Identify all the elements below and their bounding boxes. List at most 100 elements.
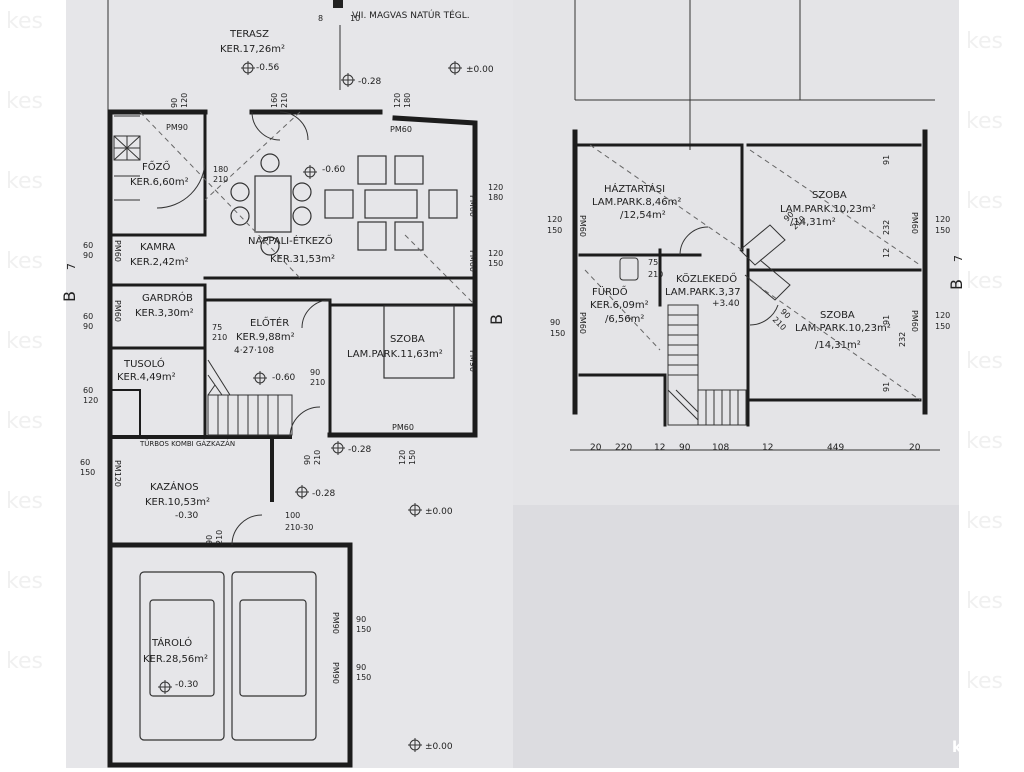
- svg-text:±0.00: ±0.00: [425, 507, 453, 517]
- svg-text:PM60: PM60: [578, 312, 587, 334]
- svg-text:PM120: PM120: [113, 460, 122, 487]
- upper-door-swings: [679, 226, 779, 326]
- svg-text:PM60: PM60: [390, 125, 412, 134]
- svg-text:91: 91: [882, 155, 891, 165]
- room-area: KER.3,30m²: [135, 308, 194, 319]
- svg-text:/14,31m²: /14,31m²: [790, 217, 836, 228]
- chair: [260, 236, 280, 256]
- svg-text:LAM.PARK.10,23m²: LAM.PARK.10,23m²: [795, 323, 891, 334]
- header-dim: 10: [350, 14, 360, 23]
- svg-text:90: 90: [303, 455, 312, 465]
- room-area: KER.2,42m²: [130, 257, 189, 268]
- svg-text:/12,54m²: /12,54m²: [620, 210, 666, 221]
- upper-dimensions: 120 150 120 150 90 150 120 150 75 210 90…: [547, 155, 950, 392]
- svg-text:kes: kes: [6, 489, 43, 514]
- svg-text:90: 90: [170, 98, 179, 108]
- svg-text:210: 210: [648, 270, 663, 279]
- boiler-label: TÜRBOS KOMBI GÁZKAZÁN: [139, 439, 235, 448]
- ground-section-marks: B 7 B: [60, 263, 506, 325]
- svg-text:kes: kes: [966, 669, 1003, 694]
- house-outer-walls: [107, 109, 478, 438]
- svg-text:kes: kes: [966, 509, 1003, 534]
- armchair: [428, 189, 458, 219]
- room-area: LAM.PARK.11,63m²: [347, 349, 443, 360]
- svg-text:150: 150: [935, 322, 950, 331]
- svg-text:60: 60: [83, 241, 93, 250]
- room-name: TUSOLÓ: [123, 357, 165, 370]
- svg-text:kes: kes: [6, 249, 43, 274]
- svg-text:160: 160: [270, 93, 279, 108]
- roof-lines: [574, 0, 935, 150]
- chair: [292, 182, 312, 202]
- svg-text:20: 20: [590, 443, 602, 453]
- svg-text:210: 210: [215, 530, 224, 545]
- chair: [260, 153, 280, 173]
- coffee-table: [364, 189, 418, 219]
- svg-text:150: 150: [547, 226, 562, 235]
- svg-text:12: 12: [654, 443, 665, 453]
- svg-text:150: 150: [935, 226, 950, 235]
- room-name: KAMRA: [140, 242, 175, 253]
- room-area: KER.28,56m²: [143, 654, 208, 665]
- north-marker: [333, 0, 343, 8]
- svg-text:60: 60: [83, 386, 93, 395]
- svg-text:KÖZLEKEDŐ: KÖZLEKEDŐ: [676, 271, 737, 285]
- svg-text:150: 150: [80, 468, 95, 477]
- svg-text:PM60: PM60: [468, 250, 477, 272]
- door-swings: [156, 111, 331, 546]
- svg-text:90: 90: [356, 663, 366, 672]
- paper-left: [66, 0, 513, 768]
- header-dim: 8: [318, 14, 323, 23]
- svg-text:150: 150: [356, 625, 371, 634]
- svg-text:449: 449: [827, 443, 844, 453]
- svg-text:120: 120: [393, 93, 402, 108]
- svg-text:210: 210: [313, 450, 322, 465]
- svg-text:60: 60: [80, 458, 90, 467]
- svg-text:90: 90: [679, 443, 691, 453]
- room-name: SZOBA: [390, 334, 425, 345]
- shower-walls: [109, 347, 206, 436]
- room-name: ELŐTÉR: [250, 315, 289, 329]
- upper-section-marks: B 7: [947, 255, 966, 290]
- upper-window-labels: PM60 PM60 PM60 PM60: [578, 212, 919, 334]
- chair: [230, 182, 250, 202]
- svg-text:KER.6,09m²: KER.6,09m²: [590, 300, 649, 311]
- armchair: [394, 155, 424, 185]
- svg-text:kes: kes: [6, 409, 43, 434]
- svg-text:75: 75: [212, 323, 222, 332]
- upper-room-labels: HÁZTARTÁSI LAM.PARK.8,46m² /12,54m² SZOB…: [590, 182, 891, 351]
- svg-text:100: 100: [285, 511, 300, 520]
- svg-text:91: 91: [882, 382, 891, 392]
- svg-text:90: 90: [550, 318, 560, 327]
- svg-text:150: 150: [550, 329, 565, 338]
- svg-text:PM60: PM60: [578, 215, 587, 237]
- room-area: KER.4,49m²: [117, 372, 176, 383]
- svg-text:210: 210: [212, 333, 227, 342]
- svg-text:90: 90: [83, 322, 93, 331]
- armchair: [394, 221, 424, 251]
- svg-text:120: 120: [547, 215, 562, 224]
- svg-text:kes: kes: [966, 109, 1003, 134]
- staircase: [207, 359, 293, 436]
- svg-text:SZOBA: SZOBA: [820, 310, 855, 321]
- room-area: KER.6,60m²: [130, 177, 189, 188]
- svg-text:SZOBA: SZOBA: [812, 190, 847, 201]
- car-left-roof: [149, 599, 215, 697]
- svg-text:180: 180: [213, 165, 228, 174]
- chair: [230, 206, 250, 226]
- svg-text:232: 232: [882, 220, 891, 235]
- room-area: KER.31,53m²: [270, 254, 335, 265]
- car-left: [139, 571, 225, 741]
- svg-text:120: 120: [935, 311, 950, 320]
- svg-text:7: 7: [952, 255, 965, 262]
- svg-text:PM60: PM60: [392, 423, 414, 432]
- svg-text:PM90: PM90: [468, 350, 477, 372]
- room-name: NAPPALI-ÉTKEZŐ: [248, 233, 333, 247]
- upper-floor: 20 220 12 90 108 12 449 20 HÁZTARTÁSI LA…: [547, 0, 966, 453]
- dining-table: [254, 175, 292, 233]
- room-name: TÁROLÓ: [151, 636, 192, 649]
- stove-hatch: [113, 135, 141, 161]
- svg-text:PM90: PM90: [331, 612, 340, 634]
- car-right: [231, 571, 317, 741]
